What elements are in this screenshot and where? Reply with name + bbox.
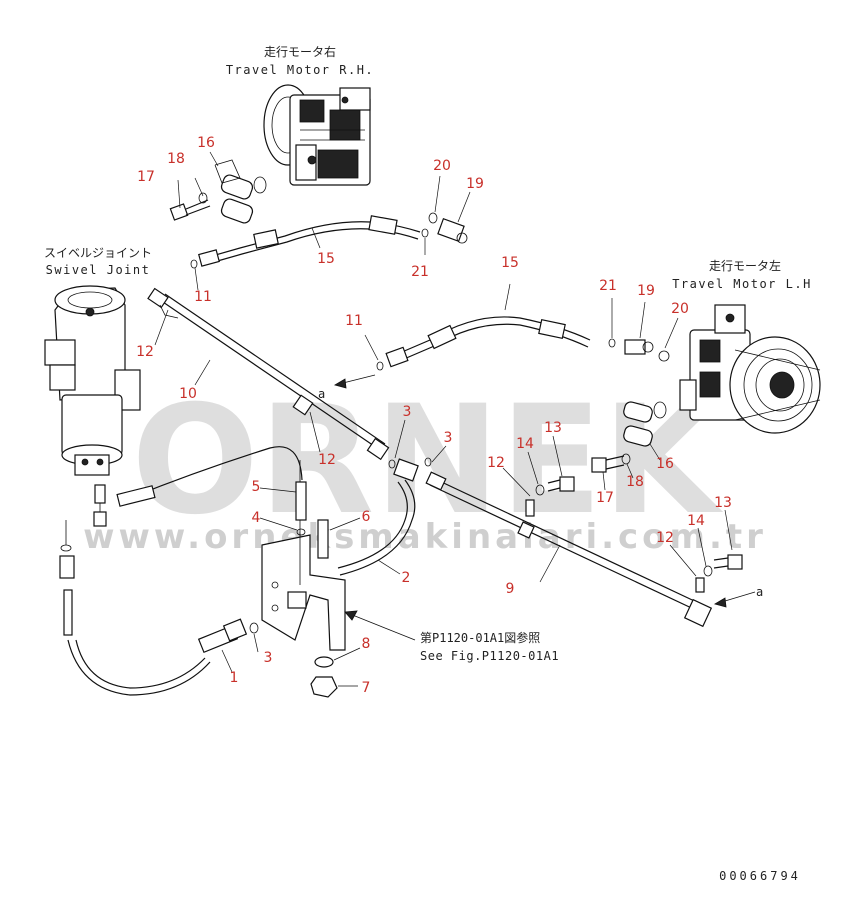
part-13-lower: 13 [714,495,732,511]
oring-3-b [424,457,432,467]
part-8: 8 [362,636,371,652]
part-12-mid: 12 [318,452,336,468]
watermark-url: www.orneksmakinalari.com.tr [83,517,767,557]
motor-lh-label-jp: 走行モータ左 [709,258,781,273]
oring-20-upper [428,212,438,224]
washer-8 [314,656,334,668]
swivel-joint [44,285,141,504]
oring-4 [296,528,306,536]
see-fig-label-jp: 第P1120-01A1図参照 [420,630,540,645]
part-numbers: 17 18 16 20 19 21 15 11 12 10 12 11 15 2… [136,135,732,696]
motor-lh-label-en: Travel Motor L.H [672,277,812,291]
part-16-rh: 16 [197,135,215,151]
bolt-rh [169,192,211,221]
part-18-rh: 18 [167,151,185,167]
motor-rh-label-en: Travel Motor R.H. [226,63,374,77]
part-12-lower-right: 12 [656,530,674,546]
part-9: 9 [506,581,515,597]
part-10: 10 [179,386,197,402]
part-6: 6 [362,509,371,525]
pipe-9 [425,471,713,628]
oring-21-upper [421,228,429,238]
part-19-rh: 19 [466,176,484,192]
bolt-5 [295,481,307,521]
part-21-lh: 21 [599,278,617,294]
fitting-19-upper [437,217,468,244]
bolt-13-lower [695,554,743,593]
part-1: 1 [230,670,239,686]
part-3-upper-b: 3 [444,430,453,446]
part-12-left: 12 [136,344,154,360]
travel-motor-lh [679,304,821,434]
see-fig-arrow [344,610,416,641]
oring-11-lower [376,361,384,371]
part-11-upper: 11 [194,289,212,305]
ref-arrow-a-left [333,374,376,389]
hose-1 [67,618,248,696]
part-20-lh: 20 [671,301,689,317]
part-14-upper: 14 [516,436,534,452]
part-12-upper-right: 12 [487,455,505,471]
pipe-10 [147,287,390,461]
hose-15-upper [204,221,421,259]
ref-arrow-a-right [713,591,756,608]
part-19-lh: 19 [637,283,655,299]
leader-lines [154,151,733,687]
part-13-upper: 13 [544,420,562,436]
part-2: 2 [402,570,411,586]
hose-swivel-link [129,446,303,499]
oring-11-upper [190,259,198,269]
bracket [261,519,346,651]
part-20-rh: 20 [433,158,451,174]
part-5: 5 [252,479,261,495]
part-18-lh: 18 [626,474,644,490]
fitting-19-lower [624,339,654,355]
see-fig-label-en: See Fig.P1120-01A1 [420,649,559,663]
swivel-label-jp: スイベルジョイント [44,246,152,260]
oring-3-lower [249,622,259,634]
part-7: 7 [362,680,371,696]
part-3-upper-a: 3 [403,404,412,420]
swivel-lower-fitting [59,503,107,636]
part-11-lower: 11 [345,313,363,329]
oring-20-lower [658,350,670,362]
flange-lh [623,401,667,447]
oring-21-lower [608,338,616,348]
part-17-rh: 17 [137,169,155,185]
part-15-lower: 15 [501,255,519,271]
part-16-lh: 16 [656,456,674,472]
swivel-label-en: Swivel Joint [46,263,151,277]
nut-7 [310,676,338,698]
bolt-lh-17 [591,453,631,473]
ref-a-left: a [318,387,325,401]
part-17-lh: 17 [596,490,614,506]
hose-2 [337,458,419,576]
part-3-lower: 3 [264,650,273,666]
part-21-rh: 21 [411,264,429,280]
drawing-number: 00066794 [719,869,801,883]
part-4: 4 [252,510,261,526]
part-14-lower: 14 [687,513,705,529]
bolt-13-upper [525,476,575,517]
flange-rh [214,159,267,224]
part-15-upper: 15 [317,251,335,267]
travel-motor-rh [263,84,371,186]
ref-a-right: a [756,585,763,599]
oring-3-a [388,459,396,469]
motor-rh-label-jp: 走行モータ右 [264,44,336,59]
